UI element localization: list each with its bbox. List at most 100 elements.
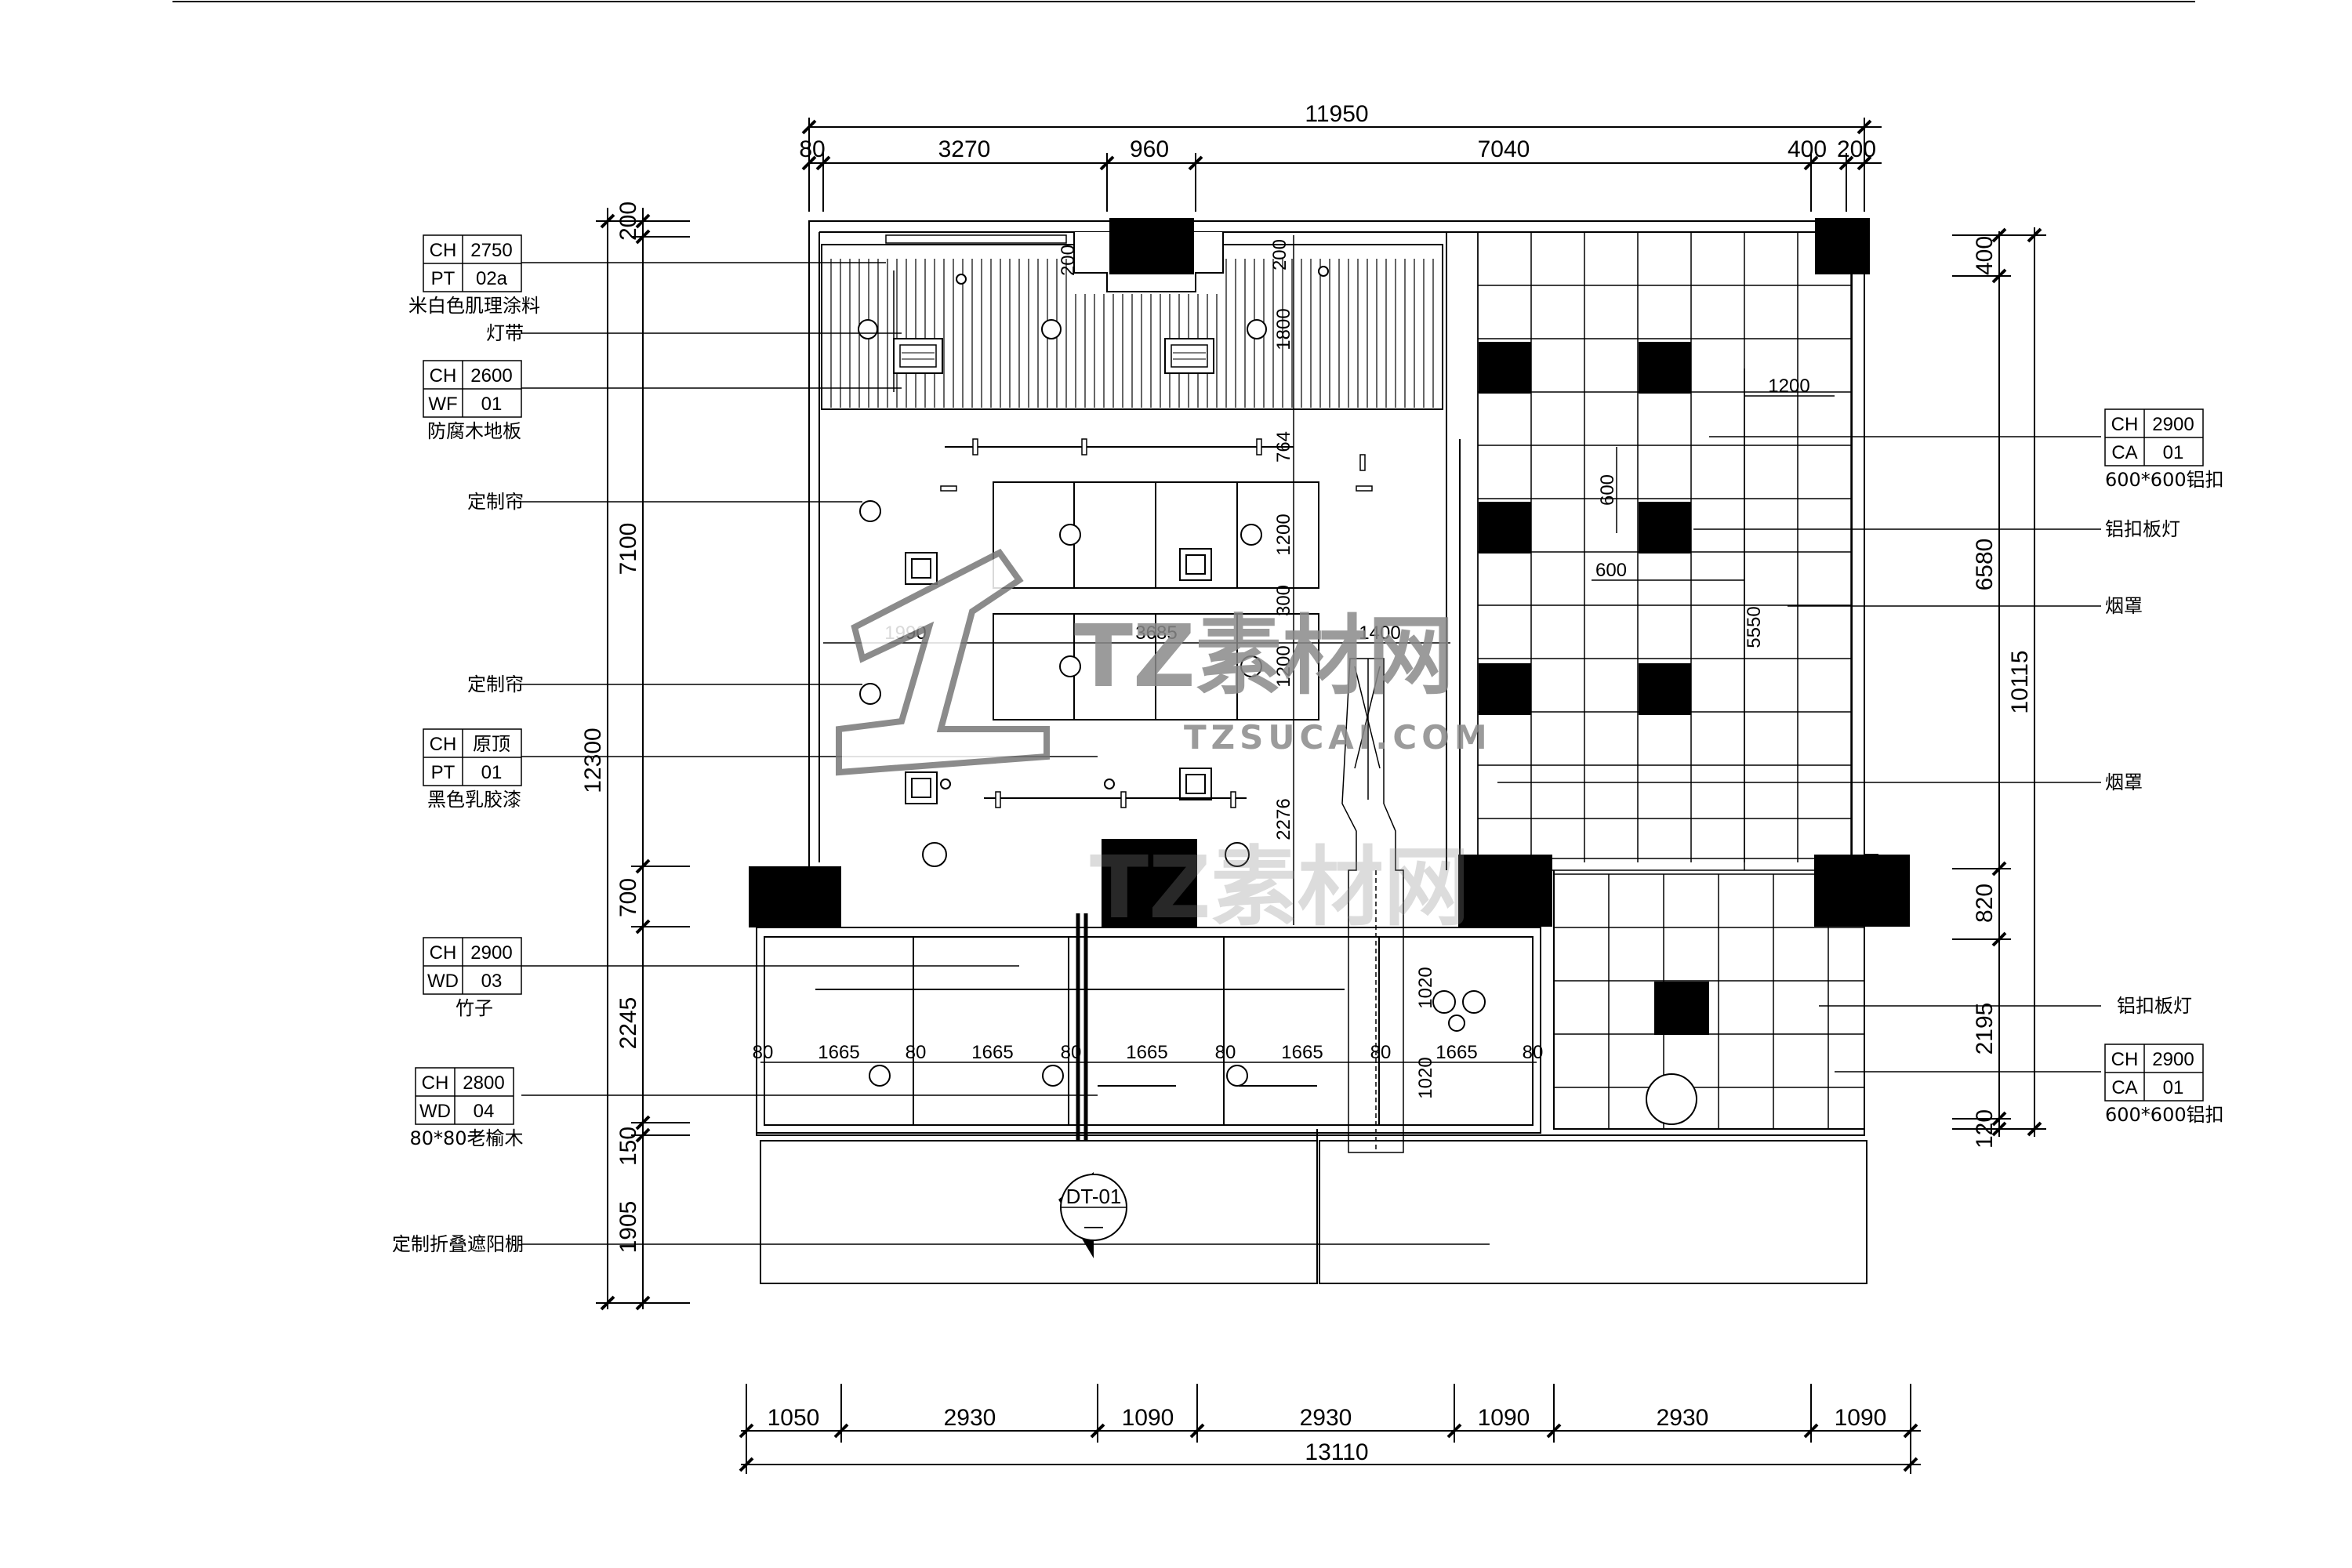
callout-code: CH — [430, 942, 457, 964]
dim-top-960: 960 — [1130, 136, 1169, 162]
dim-bay-80: 80 — [1370, 1042, 1392, 1063]
dim-left-2245: 2245 — [615, 997, 641, 1050]
callout-black-paint: CH 原顶 PT 01 黑色乳胶漆 — [423, 728, 522, 811]
dim-bay-1665: 1665 — [818, 1042, 859, 1063]
dim-int-3685: 3685 — [1135, 622, 1177, 644]
callout-hood: 烟罩 — [2105, 595, 2143, 617]
vent-icon — [893, 338, 943, 374]
dim-int-1200b: 1200 — [1273, 645, 1294, 687]
downlight-icon — [858, 319, 878, 339]
callout-value: 01 — [481, 394, 503, 415]
callout-coating: CH 2750 PT 02a 米白色肌理涂料 — [408, 234, 540, 317]
ceiling-lights — [859, 500, 1262, 867]
dim-int-600h: 600 — [1595, 560, 1627, 581]
callout-light-strip: 灯带 — [486, 322, 524, 344]
callout-value: 03 — [481, 971, 503, 992]
section-marker: DT-01 — — [1058, 1172, 1127, 1258]
dim-int-1400: 1400 — [1359, 622, 1400, 644]
sensor-icon — [1318, 266, 1329, 277]
sensor-icon — [956, 274, 967, 285]
downlight-icon — [1247, 319, 1267, 339]
vent-icon — [1164, 338, 1214, 374]
dim-bottom-2930a: 2930 — [944, 1405, 996, 1431]
dim-int-1200h: 1200 — [1768, 376, 1809, 397]
callout-hood: 烟罩 — [2105, 771, 2143, 793]
dim-left-1905: 1905 — [615, 1201, 641, 1254]
callout-value: 04 — [474, 1101, 495, 1122]
dim-bottom-2930b: 2930 — [1300, 1405, 1352, 1431]
aluminum-panel-lights — [1479, 342, 1691, 715]
leader-lines — [521, 262, 2101, 1245]
callout-bamboo: CH 2900 WD 03 竹子 — [423, 937, 522, 1019]
ventilation-duct — [1341, 658, 1404, 1153]
callout-value: 2800 — [463, 1073, 504, 1094]
dim-bottom-2930c: 2930 — [1657, 1405, 1709, 1431]
dim-left-7100: 7100 — [615, 523, 641, 575]
bottom-dimensions — [739, 1384, 1921, 1474]
dim-left-200: 200 — [615, 201, 641, 241]
watermark-logo-icon — [836, 548, 1050, 776]
callout-code: CH — [422, 1073, 449, 1094]
callout-name: 80*80老榆木 — [409, 1127, 523, 1149]
dim-left-total: 12300 — [580, 728, 606, 793]
dim-int-764: 764 — [1273, 431, 1294, 463]
dim-top-80: 80 — [799, 136, 825, 162]
dim-left-700: 700 — [615, 878, 641, 917]
callout-code: PT — [431, 762, 456, 783]
dim-bay-80: 80 — [1215, 1042, 1236, 1063]
callout-code: CH — [2111, 414, 2139, 435]
downlight-icon — [1041, 319, 1062, 339]
callout-curtain: 定制帘 — [467, 673, 524, 695]
left-dimensions — [596, 208, 690, 1311]
dim-right-2195: 2195 — [1972, 1003, 1998, 1055]
folding-awning — [760, 1129, 1867, 1284]
dim-bottom-1090c: 1090 — [1835, 1405, 1887, 1431]
dim-int-200b: 200 — [1058, 245, 1079, 276]
pendant-lamps — [905, 548, 1212, 804]
dim-top-200: 200 — [1837, 136, 1876, 162]
callout-value: 01 — [2163, 1077, 2184, 1098]
dim-int-1200a: 1200 — [1273, 514, 1294, 555]
right-dimensions — [1952, 227, 2046, 1137]
top-dimensions — [801, 118, 1882, 212]
dim-bay-1665: 1665 — [1436, 1042, 1477, 1063]
callout-awning: 定制折叠遮阳棚 — [392, 1233, 524, 1255]
dim-int-5550: 5550 — [1744, 606, 1765, 648]
dim-int-600v: 600 — [1597, 474, 1618, 506]
exhaust-fan-icon — [1646, 1073, 1697, 1125]
dim-top-total: 11950 — [1305, 101, 1368, 127]
dim-right-6580: 6580 — [1972, 539, 1998, 591]
dim-int-2276: 2276 — [1273, 798, 1294, 840]
callout-code: WD — [427, 971, 459, 992]
dim-bottom-total: 13110 — [1305, 1439, 1368, 1465]
callout-code: CH — [430, 365, 457, 387]
watermark: TZ素材网 TZSUCAI.COM TZ素材网 — [836, 548, 1487, 938]
dim-bottom-1090a: 1090 — [1122, 1405, 1174, 1431]
dim-bay-80: 80 — [906, 1042, 927, 1063]
callout-code: WD — [419, 1101, 451, 1122]
dim-right-400: 400 — [1972, 236, 1998, 275]
callout-name: 米白色肌理涂料 — [408, 295, 540, 317]
dim-bottom-1050: 1050 — [768, 1405, 820, 1431]
callout-name: 竹子 — [456, 997, 493, 1019]
dim-right-total: 10115 — [2007, 650, 2033, 713]
callout-elm-wood: CH 2800 WD 04 80*80老榆木 — [409, 1067, 524, 1149]
callout-name: 防腐木地板 — [427, 420, 521, 442]
callout-value: 2900 — [2152, 414, 2194, 435]
dim-bay-1665: 1665 — [1126, 1042, 1167, 1063]
dim-bay-80: 80 — [1061, 1042, 1082, 1063]
section-id: DT-01 — [1066, 1185, 1122, 1208]
dim-bay-1665: 1665 — [1281, 1042, 1323, 1063]
callout-value: 02a — [476, 268, 508, 289]
dim-bay-1665: 1665 — [971, 1042, 1013, 1063]
left-callouts: CH 2750 PT 02a 米白色肌理涂料 灯带 CH 2600 WF 01 … — [392, 234, 540, 1255]
dim-right-120: 120 — [1972, 1109, 1998, 1149]
callout-code: CH — [430, 734, 457, 755]
dim-bottom-1090b: 1090 — [1478, 1405, 1530, 1431]
callout-code: WF — [428, 394, 457, 415]
callout-panel-light: 铝扣板灯 — [2117, 995, 2192, 1017]
callout-aluminum-panel: CH 2900 CA 01 600*600铝扣 — [2104, 408, 2224, 491]
dim-left-150: 150 — [615, 1127, 641, 1166]
callout-value: 2900 — [2152, 1049, 2194, 1070]
